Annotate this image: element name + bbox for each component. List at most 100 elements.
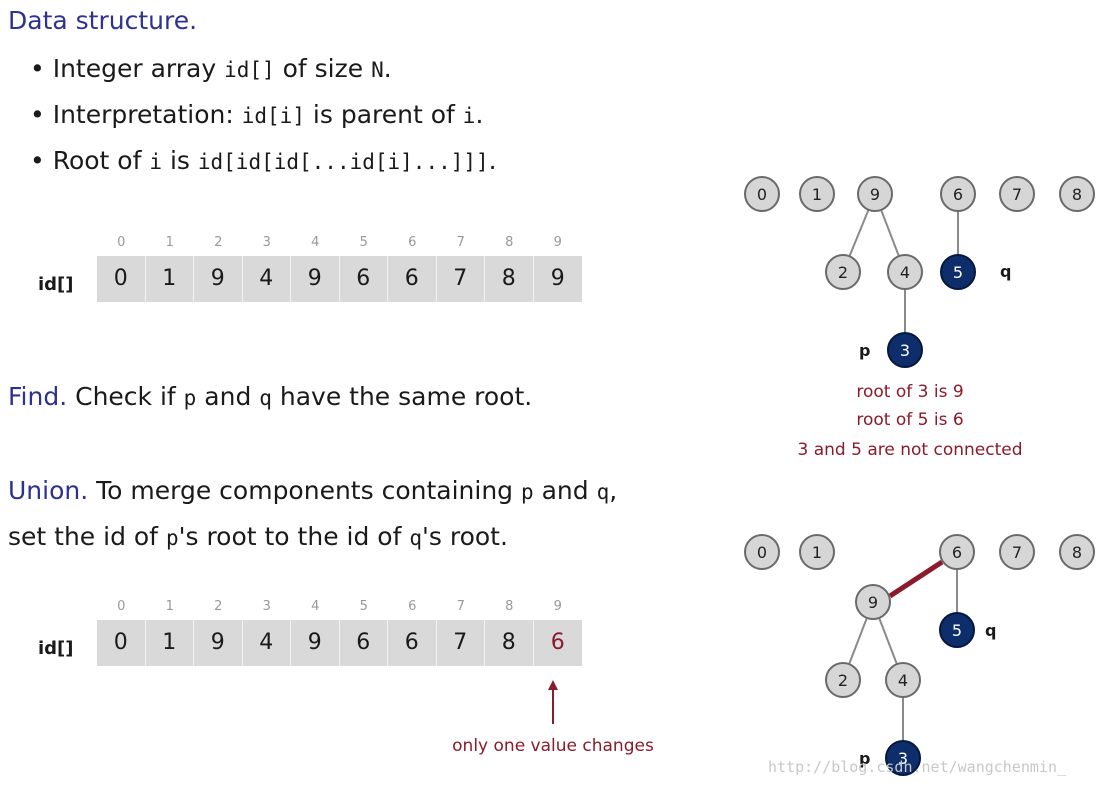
tree-after-q-label: q [985,621,996,640]
array-index: 6 [408,599,417,614]
union-q-2: q [409,526,422,550]
array-after-label: id[] [38,638,74,659]
watermark: http://blog.csdn.net/wangchenmin_ [768,758,1067,776]
tree-before-note-3: 3 and 5 are not connected [797,440,1023,460]
tree-node [939,534,975,570]
bullet-3: • Root of i is id[id[id[...id[i]...]]]. [30,146,497,175]
tree-before-q-label: q [1000,262,1011,281]
tree-node-label: 2 [838,671,848,690]
array-index: 1 [165,599,174,614]
array-index: 0 [117,599,126,614]
array-index: 2 [214,235,223,250]
tree-after-p-label: p [859,749,870,768]
tree-node-label: 1 [812,185,822,204]
bullet-2-text-b: is parent of [304,100,463,129]
tree-before-p-label: p [859,341,870,360]
bullet-1-code-a: id[] [224,58,275,82]
tree-node-label: 8 [1072,543,1082,562]
array-index: 3 [262,599,271,614]
change-arrow-icon [548,680,558,724]
tree-node-label: 5 [953,263,963,282]
union-q: q [596,480,610,504]
array-cell: 6 [550,630,565,655]
bullet-2: • Interpretation: id[i] is parent of i. [30,100,483,129]
array-index: 5 [359,235,368,250]
array-cell: 6 [340,620,388,666]
array-index: 6 [408,235,417,250]
find-text-a: Check if [67,382,184,411]
union-text-d: set the id of [8,522,166,551]
tree-node [744,176,780,212]
tree-node [799,176,835,212]
tree-node [744,534,780,570]
tree-node-label: 4 [898,671,908,690]
tree-node-label: 1 [812,543,822,562]
tree-node [825,662,861,698]
tree-before-note-1: root of 3 is 9 [856,382,964,402]
tree-node [887,254,923,290]
array-index: 7 [456,235,465,250]
array-index: 8 [505,235,514,250]
tree-node-label: 9 [870,185,880,204]
bullet-1-text-b: of size [274,54,372,83]
union-text-e: 's root to the id of [178,522,410,551]
find-q: q [259,386,272,410]
array-cell: 7 [437,620,485,666]
array-cell: 9 [194,256,243,302]
union-text-f: 's root. [422,522,508,551]
tree-node-label: 0 [757,185,767,204]
array-cell: 0 [97,620,146,666]
array-index: 7 [456,599,465,614]
tree-node-label: 5 [952,621,962,640]
tree-node-label: 7 [1012,543,1022,562]
data-structure-title: Data structure. [8,6,198,35]
array-cell: 9 [291,256,340,302]
change-note: only one value changes [452,736,654,756]
bullet-3-text: Root of [52,146,150,175]
array-index: 9 [553,599,562,614]
union-label: Union. [8,476,89,505]
array-cell: 6 [340,256,388,302]
bullet-2-text: Interpretation: [52,100,242,129]
find-text-c: have the same root. [271,382,533,411]
array-cell: 1 [146,620,194,666]
find-paragraph: Find. Check if p and q have the same roo… [8,382,532,411]
tree-node [885,740,921,776]
bullet-dot: • [30,54,53,83]
bullet-3-text-b: is [162,146,198,175]
array-before-label: id[] [38,274,74,295]
bullet-3-end: . [488,146,497,175]
bullet-1: • Integer array id[] of size N. [30,54,392,83]
union-line-1: Union. To merge components containing p … [8,476,617,505]
find-label: Find. [8,382,68,411]
tree-node [999,176,1035,212]
tree-before-note-2: root of 5 is 6 [856,410,964,430]
union-text-c: , [609,476,618,505]
tree-node [939,612,975,648]
tree-node [940,254,976,290]
tree-node-label: 3 [900,341,910,360]
bullet-1-code-b: N [371,58,384,82]
tree-node [885,662,921,698]
array-index: 9 [553,235,562,250]
union-p: p [520,480,534,504]
bullet-2-end: . [475,100,484,129]
bullet-dot: • [30,146,53,175]
bullet-1-end: . [383,54,392,83]
array-index: 5 [359,599,368,614]
array-cell: 6 [388,256,437,302]
array-index: 1 [165,235,174,250]
array-cell: 9 [194,620,243,666]
tree-node [857,176,893,212]
array-cell: 4 [243,620,291,666]
tree-node-label: 3 [898,749,908,768]
tree-node-label: 4 [900,263,910,282]
array-index: 0 [117,235,126,250]
tree-node-label: 6 [952,543,962,562]
array-cell: 8 [485,620,534,666]
tree-node [799,534,835,570]
